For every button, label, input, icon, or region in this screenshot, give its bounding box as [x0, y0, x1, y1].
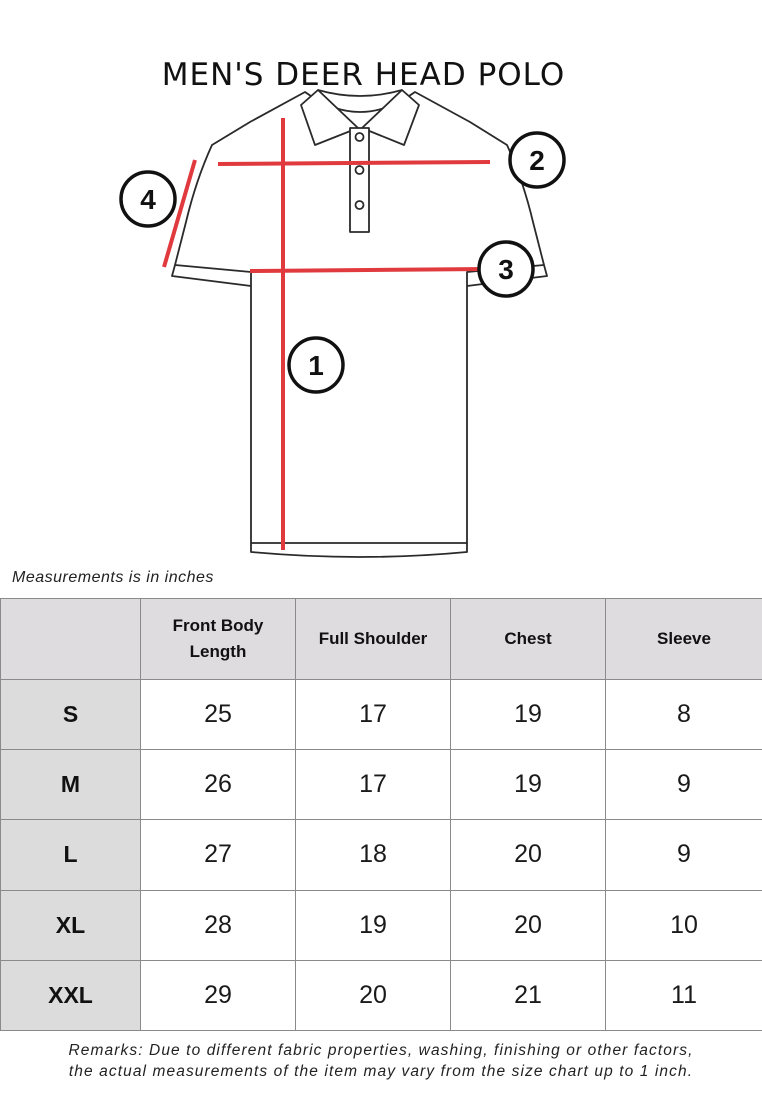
size-chart-table: Front Body Length Full Shoulder Chest Sl…	[0, 598, 762, 1032]
cell-sleeve: 8	[605, 678, 762, 751]
button	[354, 200, 365, 210]
table-row: S 25 17 19 8	[0, 678, 762, 751]
cell-full-shoulder: 17	[295, 678, 451, 751]
full-shoulder-line	[217, 160, 491, 166]
cell-full-shoulder: 20	[295, 959, 451, 1032]
marker-3: 3	[477, 240, 535, 298]
marker-3-label: 3	[498, 254, 514, 285]
bottom-hem	[250, 543, 468, 558]
button	[354, 132, 365, 142]
collar-left	[300, 89, 359, 146]
cell-chest: 20	[450, 889, 606, 961]
table-row: L 27 18 20 9	[0, 819, 762, 891]
left-sleeve-hem	[171, 264, 252, 287]
header-chest: Chest	[450, 598, 606, 680]
chest-line	[249, 267, 488, 273]
button	[354, 165, 365, 175]
cell-full-shoulder: 18	[295, 819, 451, 891]
cell-sleeve: 11	[605, 959, 762, 1032]
marker-4-label: 4	[140, 184, 156, 215]
sleeve-line	[162, 159, 197, 268]
header-empty	[0, 598, 141, 680]
table-row: XL 28 19 20 10	[0, 889, 762, 961]
placket	[349, 127, 370, 233]
size-label: XL	[0, 889, 141, 961]
marker-2: 2	[508, 131, 566, 189]
marker-1: 1	[287, 336, 345, 394]
cell-sleeve: 10	[605, 889, 762, 961]
header-full-shoulder: Full Shoulder	[295, 598, 451, 680]
table-row: XXL 29 20 21 11	[0, 959, 762, 1032]
cell-chest: 19	[450, 749, 606, 821]
cell-front-body-length: 28	[140, 889, 296, 961]
cell-chest: 21	[450, 959, 606, 1032]
cell-front-body-length: 25	[140, 678, 296, 751]
cell-front-body-length: 26	[140, 749, 296, 821]
collar-right	[361, 89, 420, 146]
cell-sleeve: 9	[605, 749, 762, 821]
polo-shirt-diagram: 1 2 3 4	[119, 89, 566, 558]
page-title: MEN'S DEER HEAD POLO	[161, 56, 566, 93]
marker-4: 4	[119, 170, 177, 228]
table-row: M 26 17 19 9	[0, 749, 762, 821]
cell-chest: 19	[450, 678, 606, 751]
shirt-body-outline	[174, 91, 545, 544]
cell-full-shoulder: 19	[295, 889, 451, 961]
marker-2-label: 2	[529, 145, 545, 176]
units-note: Measurements is in inches	[12, 569, 214, 586]
remarks-line-2: the actual measurements of the item may …	[68, 1063, 694, 1080]
header-sleeve: Sleeve	[605, 598, 762, 680]
remarks-line-1: Remarks: Due to different fabric propert…	[68, 1042, 694, 1059]
header-front-body-length: Front Body Length	[140, 598, 296, 680]
cell-front-body-length: 27	[140, 819, 296, 891]
marker-1-label: 1	[308, 350, 324, 381]
collar-back	[317, 89, 403, 97]
size-label: M	[0, 749, 141, 821]
remarks-text: Remarks: Due to different fabric propert…	[0, 1040, 762, 1082]
cell-full-shoulder: 17	[295, 749, 451, 821]
cell-chest: 20	[450, 819, 606, 891]
table-header-row: Front Body Length Full Shoulder Chest Sl…	[0, 598, 762, 680]
size-label: S	[0, 678, 141, 751]
size-label: L	[0, 819, 141, 891]
cell-front-body-length: 29	[140, 959, 296, 1032]
size-label: XXL	[0, 959, 141, 1032]
cell-sleeve: 9	[605, 819, 762, 891]
